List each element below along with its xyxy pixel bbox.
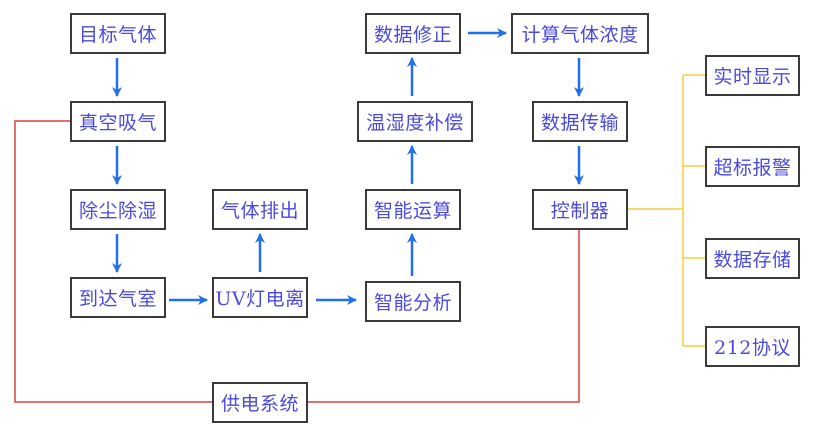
node-smart-analysis: 智能分析 <box>365 281 461 322</box>
node-controller: 控制器 <box>532 189 628 230</box>
power-line-to-vacuum-intake <box>14 120 212 403</box>
power-line-to-controller <box>307 229 580 403</box>
node-calc-gas-concentration: 计算气体浓度 <box>511 13 649 54</box>
node-data-storage: 数据存储 <box>705 238 800 279</box>
node-dust-dehumidify: 除尘除湿 <box>70 189 166 230</box>
node-data-transmission: 数据传输 <box>532 101 628 142</box>
node-temp-humidity-compensation: 温湿度补偿 <box>357 101 473 142</box>
node-protocol-212: 212协议 <box>705 326 800 367</box>
node-uv-ionization: UV灯电离 <box>212 277 308 318</box>
node-power-system: 供电系统 <box>212 382 308 423</box>
node-data-correction: 数据修正 <box>365 13 461 54</box>
node-vacuum-intake: 真空吸气 <box>70 101 166 142</box>
node-realtime-display: 实时显示 <box>705 55 800 96</box>
node-target-gas: 目标气体 <box>70 13 166 54</box>
node-reach-chamber: 到达气室 <box>70 277 166 318</box>
node-gas-exhaust: 气体排出 <box>212 189 308 230</box>
node-over-limit-alarm: 超标报警 <box>705 146 800 187</box>
node-smart-compute: 智能运算 <box>365 189 461 230</box>
